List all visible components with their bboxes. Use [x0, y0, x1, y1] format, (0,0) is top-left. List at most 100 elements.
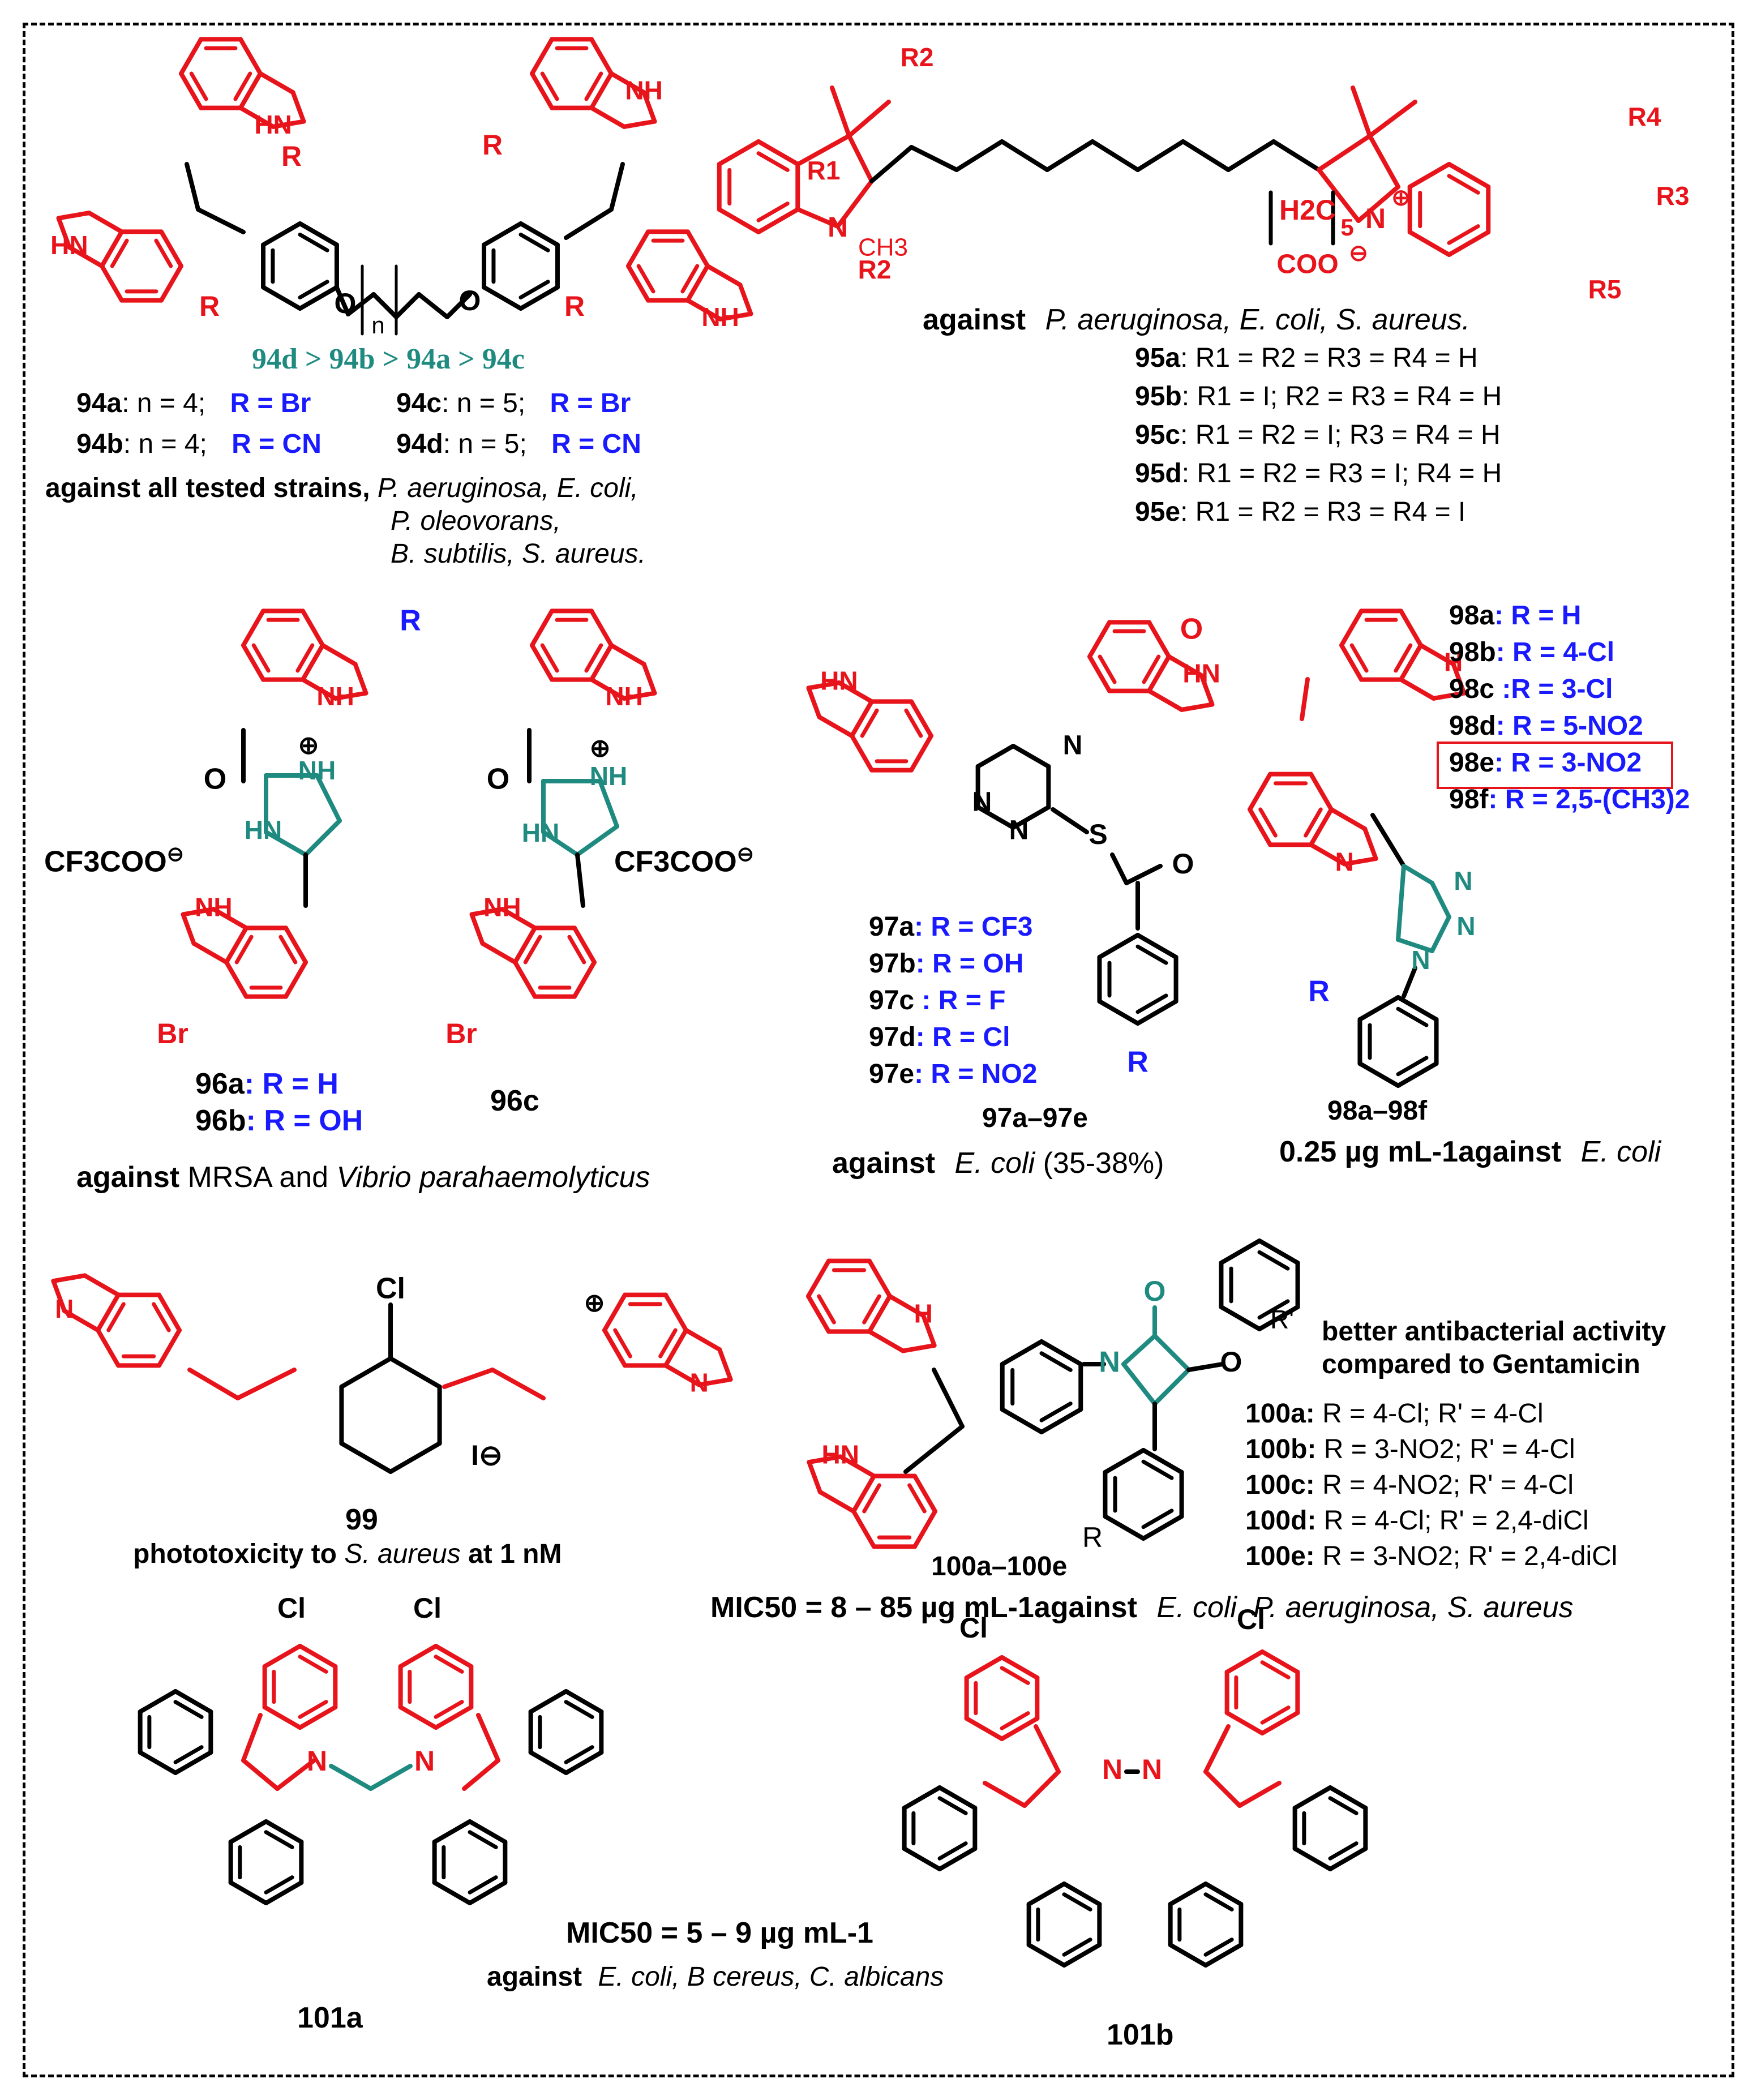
cyanine-benzo-bond	[756, 207, 800, 234]
indole-benzo-bond	[1224, 1711, 1265, 1735]
phenyl-bond	[1396, 1006, 1429, 1027]
id-96b: 96b	[195, 1104, 246, 1137]
indole-pyrrole-bond	[1203, 1769, 1242, 1808]
id-97c: 97c	[869, 985, 915, 1015]
phenyl-bond	[937, 1785, 978, 1810]
counterion-96ab-charge: ⊖	[166, 842, 184, 865]
indole-benzo-bond	[850, 734, 874, 773]
triazole-bond	[1396, 937, 1434, 953]
indole-pyrrole-bond	[901, 1343, 937, 1353]
phenyl-bond	[432, 1880, 472, 1905]
mic-101: MIC50 = 5 – 9 µg mL-1	[566, 1917, 873, 1949]
id-95e: 95e	[1135, 497, 1181, 527]
indole-benzo-bond	[96, 1328, 121, 1368]
atom-label: Br	[445, 1018, 477, 1049]
atom-label: O	[335, 288, 357, 319]
id-98c: 98c	[1449, 674, 1495, 704]
activity-99: phototoxicity to S. aureus at 1 nM	[133, 1538, 562, 1570]
row-100b: 100b: R = 3-NO2; R' = 4-Cl	[1245, 1434, 1575, 1465]
indole-pyrrole-bond	[685, 298, 723, 322]
phenyl-bond	[1257, 1250, 1290, 1271]
indole-pyrrole-bond	[1147, 688, 1184, 712]
phenyl-bond	[1396, 1061, 1439, 1088]
indole-pyrrole-bond	[320, 643, 358, 667]
phenyl-bond	[1328, 1796, 1359, 1815]
indole-pyrrole-bond	[469, 907, 505, 917]
indole-nitrogen: HN	[254, 110, 292, 139]
phenyl-bond	[1357, 995, 1400, 1022]
atom-label: Cl	[376, 1272, 405, 1305]
phenyl-bond	[1168, 1882, 1208, 1906]
indole-pyrrole-bond	[56, 211, 92, 221]
row-95b: 95b: R1 = I; R2 = R3 = R4 = H	[1135, 381, 1502, 412]
cyanine-benzo-bond	[1407, 162, 1451, 189]
alkyl-linker-bond	[445, 292, 472, 319]
phenyl-bond	[228, 1819, 268, 1844]
polymethine-bond	[909, 145, 959, 172]
indole-pyrrole-bond	[1342, 856, 1378, 867]
indole-benzo-bond	[851, 1473, 876, 1514]
phenyl-bond	[1000, 1407, 1044, 1434]
triazine-bond	[975, 744, 1015, 769]
phenyl-bond	[937, 1846, 978, 1871]
indole-pyrrole-bond	[353, 662, 368, 696]
indole-benzo-bond	[157, 1328, 182, 1368]
indole-nitrogen: NH	[195, 892, 232, 922]
indole-benzo-bond	[862, 1483, 881, 1514]
substituent-label: R	[1308, 975, 1330, 1008]
indole-benzo-bond	[1399, 643, 1423, 682]
phenyl-bond	[1097, 999, 1140, 1026]
indole-benzo-bond	[238, 71, 263, 110]
row-97d: 97d: R = Cl	[869, 1022, 1010, 1053]
indole-pyrrole-bond	[817, 1489, 856, 1514]
activity-95: against P. aeruginosa, E. coli, S. aureu…	[923, 303, 1470, 337]
indole-benzo-bond	[1000, 1655, 1040, 1680]
atom-label: NH	[590, 761, 627, 791]
indole-benzo-bond	[233, 71, 252, 101]
range-100: 100a–100e	[931, 1552, 1068, 1582]
counterion-96c: CF3COO⊖	[614, 842, 754, 878]
indole-benzo-bond	[398, 1644, 438, 1669]
cyanine-ring-bond	[1317, 168, 1361, 223]
triazine-bond	[1011, 805, 1051, 830]
cyanine-benzo-bond	[1447, 224, 1480, 245]
phenyl-bond	[1026, 1943, 1066, 1968]
indole-pyrrole-bond	[609, 643, 646, 667]
thioether-bond	[1110, 852, 1129, 885]
id-96c: 96c	[490, 1085, 539, 1117]
atom-label: R2	[901, 42, 934, 72]
atom-label: O	[204, 763, 226, 796]
indole-pyrrole-bond	[697, 1377, 733, 1387]
phenyl-bond	[1292, 1785, 1332, 1810]
strains-94-line3: B. subtilis, S. aureus.	[391, 539, 646, 569]
indole-benzo-bond	[1339, 643, 1364, 682]
polymethine-bond	[1271, 139, 1321, 172]
cyanine-ring-bond	[1317, 134, 1372, 172]
phenyl-bond	[1203, 1892, 1234, 1912]
text-96a: : R = H	[244, 1068, 338, 1100]
indole-pyrrole-bond	[333, 691, 368, 701]
indole-benzo-bond	[152, 1302, 171, 1332]
indole-pyrrole-bond	[258, 71, 295, 95]
charge: ⊕	[1391, 186, 1411, 211]
against-97: against	[832, 1147, 936, 1180]
id-98a: 98a	[1449, 601, 1495, 631]
indole-pyrrole-bond	[82, 1273, 121, 1297]
triazine-bond	[975, 805, 1015, 830]
row-100c: 100c: R = 4-NO2; R' = 4-Cl	[1245, 1469, 1574, 1501]
counterion-96c-text: CF3COO	[614, 845, 737, 878]
phenyl-bond	[1219, 1238, 1262, 1265]
indole-pyrrole-bond	[983, 1781, 1027, 1808]
phenyl-bond	[264, 1875, 294, 1895]
indole-benzo-bond	[626, 264, 650, 303]
activity-97: against E. coli (35-38%)	[832, 1146, 1164, 1180]
id-96a: 96a	[195, 1068, 245, 1100]
id-100d: 100d:	[1245, 1506, 1317, 1536]
activity-94-lead: against all tested strains,	[45, 473, 370, 503]
id-98e: 98e	[1449, 748, 1495, 778]
bond	[368, 1764, 413, 1791]
n-94a: n = 4;	[136, 388, 206, 418]
id-100a: 100a:	[1245, 1399, 1315, 1429]
indole-pyrrole-bond	[51, 1273, 87, 1284]
text-95e: : R1 = R2 = R3 = R4 = I	[1180, 497, 1466, 527]
